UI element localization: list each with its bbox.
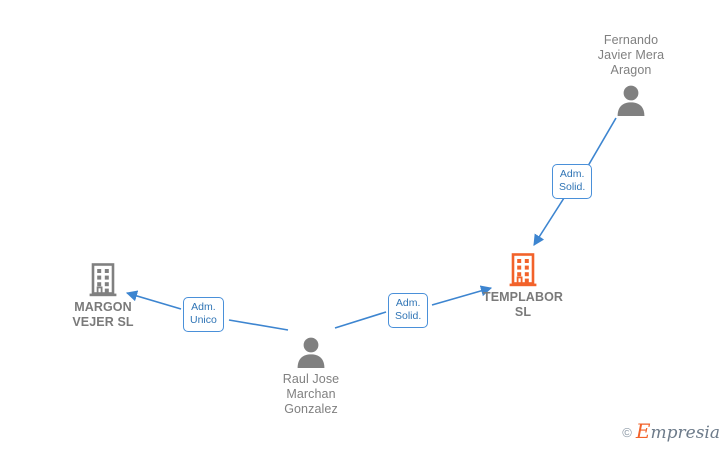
person-icon — [293, 334, 329, 370]
node-label-margon: MARGON VEJER SL — [72, 300, 134, 329]
node-label-raul: Raul Jose Marchan Gonzalez — [282, 372, 340, 416]
edge-label-fernando-templabor[interactable]: Adm. Solid. — [552, 164, 593, 199]
copyright-icon: © — [622, 425, 632, 440]
edge-unico-label-to-margon — [125, 290, 182, 310]
edge-solid-label-to-templabor — [431, 285, 493, 306]
brand-initial: E — [635, 419, 651, 443]
edge-raul-to-unico-label — [228, 319, 289, 331]
building-icon — [85, 262, 121, 298]
edge-raul-to-solid-label — [334, 311, 387, 329]
node-label-fernando: Fernando Javier Mera Aragon — [597, 33, 665, 77]
node-label-templabor: TEMPLABOR SL — [482, 290, 564, 319]
empresia-watermark: © Empresia — [622, 421, 721, 443]
node-person-fernando[interactable]: Fernando Javier Mera Aragon — [556, 33, 706, 118]
edge-label-raul-margon[interactable]: Adm. Unico — [183, 297, 224, 332]
building-icon — [505, 252, 541, 288]
edge-label-to-templabor — [533, 197, 565, 246]
edge-label-raul-templabor[interactable]: Adm. Solid. — [388, 293, 429, 328]
edge-fernando-to-label — [587, 117, 617, 167]
node-company-margon[interactable]: MARGON VEJER SL — [28, 262, 178, 330]
person-icon — [613, 82, 649, 118]
node-company-templabor[interactable]: TEMPLABOR SL — [448, 252, 598, 320]
node-person-raul[interactable]: Raul Jose Marchan Gonzalez — [236, 334, 386, 417]
brand-rest: mpresia — [650, 423, 721, 443]
brand-logo-text: Empresia — [636, 421, 721, 443]
